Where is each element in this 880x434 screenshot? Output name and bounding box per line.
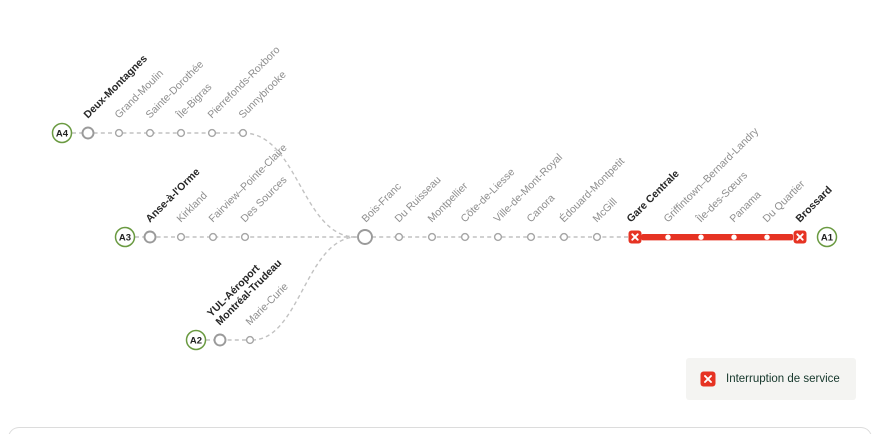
- badge-label-a4: A4: [56, 129, 69, 140]
- interruption-marker-brossard: [793, 230, 807, 244]
- interruption-marker-gare-centrale: [628, 230, 642, 244]
- badge-circle-a2: [185, 329, 207, 351]
- station-dot-cote-de-liesse: [460, 232, 470, 242]
- x-stroke: [704, 375, 712, 383]
- line-a2-branch: [206, 236, 358, 347]
- junction-dot-bois-franc: [357, 229, 373, 245]
- station-dot-du-quartier: [764, 234, 770, 240]
- station-dot-du-ruisseau: [394, 232, 404, 242]
- station-dot-griffintown-bernard-landry: [665, 234, 671, 240]
- interruption-bar: [641, 234, 793, 241]
- station-dot-ile-des-soeurs: [698, 234, 704, 240]
- badge-a4: A4: [51, 122, 73, 144]
- legend-interruption: Interruption de service: [686, 358, 856, 400]
- badge-label-a2: A2: [190, 336, 202, 347]
- terminus-dot-deux-montagnes: [81, 126, 95, 140]
- legend-label: Interruption de service: [726, 373, 840, 385]
- station-dot-ile-bigras: [176, 128, 186, 138]
- line-a4-branch: [72, 126, 357, 238]
- station-dot-sunnybrooke: [238, 128, 248, 138]
- badge-a2: A2: [185, 329, 207, 351]
- station-dot-fairview-pointe-claire: [208, 232, 218, 242]
- trunk-line: [357, 229, 628, 245]
- interruption-icon: [700, 371, 716, 387]
- station-dot-edouard-montpetit: [559, 232, 569, 242]
- station-dot-kirkland: [176, 232, 186, 242]
- station-dot-marie-curie: [245, 335, 255, 345]
- badge-circle-a3: [114, 226, 136, 248]
- station-dot-canora: [526, 232, 536, 242]
- badge-a1: A1: [816, 226, 838, 248]
- station-dot-grand-moulin: [114, 128, 124, 138]
- badge-circle-a1: [816, 226, 838, 248]
- terminus-dot-anse-a-l-orme: [143, 230, 157, 244]
- a4-connector-curve: [242, 132, 357, 238]
- x-stroke: [796, 233, 804, 241]
- badge-circle-a4: [51, 122, 73, 144]
- badge-a3: A3: [114, 226, 136, 248]
- bottom-card-edge: [8, 427, 872, 434]
- station-dot-montpellier: [427, 232, 437, 242]
- station-dot-sainte-dorothee: [145, 128, 155, 138]
- line-a3-branch: [135, 230, 356, 244]
- x-stroke: [631, 233, 639, 241]
- station-dot-des-sources: [240, 232, 250, 242]
- station-dot-panama: [731, 234, 737, 240]
- badge-label-a1: A1: [821, 233, 834, 244]
- station-dot-mcgill: [592, 232, 602, 242]
- terminus-dot-yul-aeroport: [213, 333, 227, 347]
- badge-label-a3: A3: [119, 233, 131, 244]
- interruption-segment: [628, 230, 807, 244]
- station-dot-pierrefonds-roxboro: [207, 128, 217, 138]
- a2-connector-curve: [251, 236, 358, 341]
- station-dot-ville-de-mont-royal: [493, 232, 503, 242]
